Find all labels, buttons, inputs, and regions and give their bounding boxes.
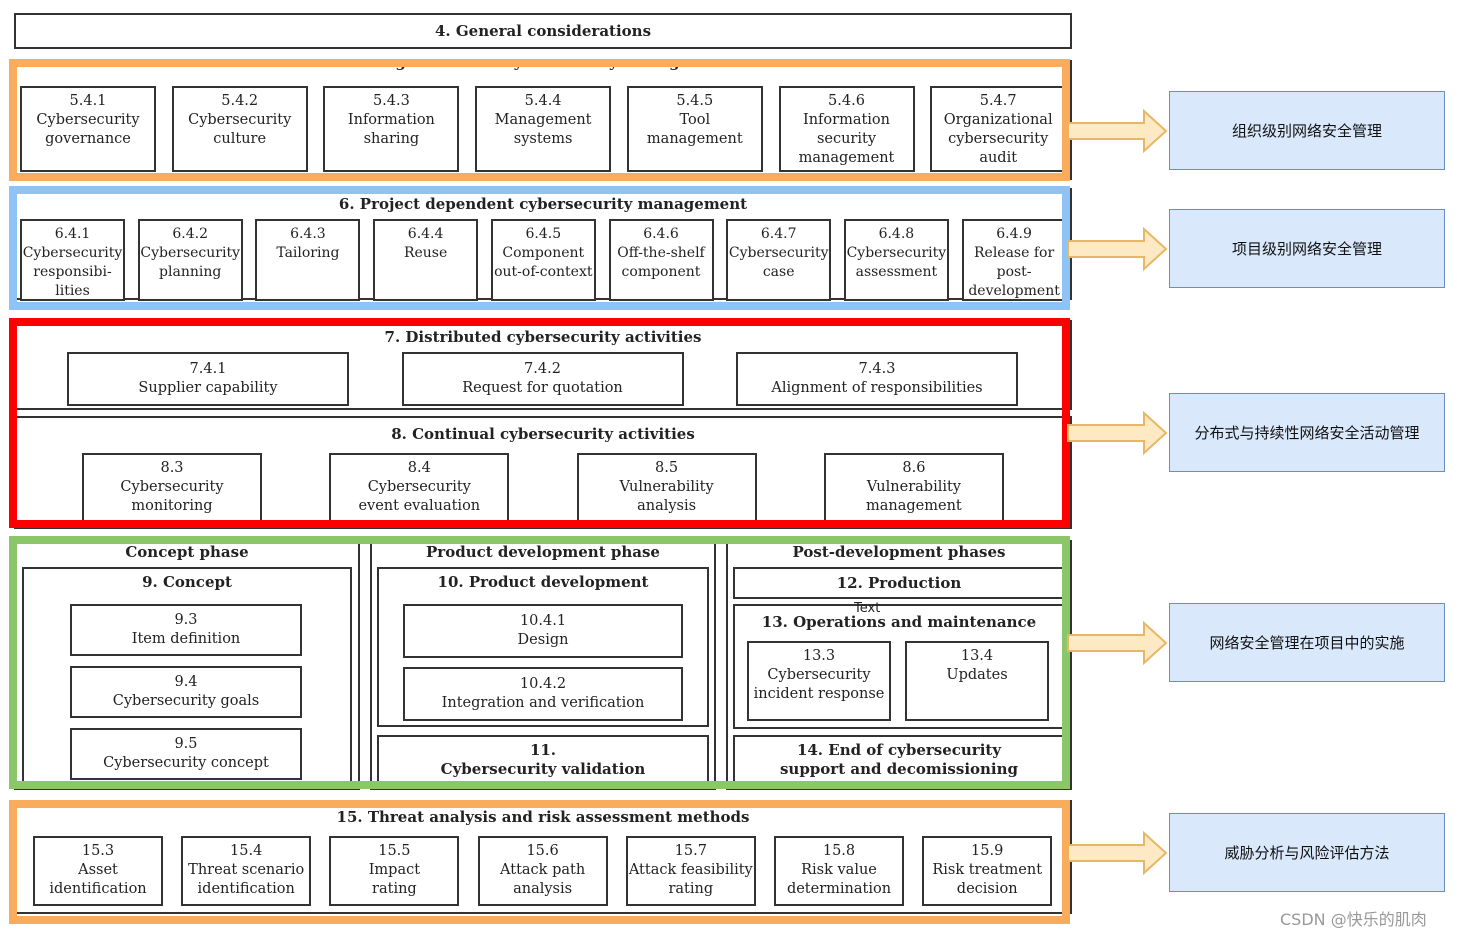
post-phase-label: Post-development phases [792, 543, 1006, 561]
concept-item: 9.5 Cybersecurity concept [70, 728, 302, 780]
product-item: 10.4.1 Design [403, 604, 683, 658]
label-distributed: 分布式与持续性网络安全活动管理 [1169, 393, 1445, 472]
dist-item: 7.4.3 Alignment of responsibilities [736, 352, 1018, 406]
label-project: 项目级别网络安全管理 [1169, 209, 1445, 288]
concept-item: 9.4 Cybersecurity goals [70, 666, 302, 718]
dist-item: 7.4.2 Request for quotation [401, 352, 684, 406]
tara-item: 15.8 Risk value determination [774, 836, 904, 906]
org-item: 5.4.6 Information security management [778, 86, 915, 172]
watermark: CSDN @快乐的肌肉 [1280, 910, 1427, 929]
arrow-implementation-icon [1067, 620, 1168, 666]
org-item: 5.4.7 Organizational cybersecurity audit [930, 86, 1067, 172]
concept-title: 9. Concept [142, 573, 232, 591]
ops-item: 13.4 Updates [905, 641, 1049, 721]
arrow-org-icon [1067, 108, 1168, 154]
org-item: 5.4.4 Management systems [475, 86, 612, 172]
label-implementation: 网络安全管理在项目中的实施 [1169, 603, 1445, 682]
arrow-distributed-icon [1067, 410, 1168, 456]
product-title: 10. Product development [437, 573, 649, 591]
arrow-tara-icon [1067, 830, 1168, 876]
cont-item: 8.4 Cybersecurity event evaluation [329, 453, 510, 523]
text-placeholder-label: Text [854, 601, 881, 616]
org-item: 5.4.1 Cybersecurity governance [20, 86, 156, 172]
operations-title: 13. Operations and maintenance [761, 613, 1037, 631]
concept-item: 9.3 Item definition [70, 604, 302, 656]
project-item: 6.4.7 Cybersecurity case [726, 219, 832, 301]
end-of-support-clause: 14. End of cybersecurity support and dec… [733, 735, 1065, 785]
tara-item: 15.7 Attack feasibility rating [625, 836, 756, 906]
project-item: 6.4.1 Cybersecurity responsibi- lities [20, 219, 125, 301]
project-item: 6.4.2 Cybersecurity planning [137, 219, 243, 301]
product-phase-label: Product development phase [426, 543, 660, 561]
project-item: 6.4.4 Reuse [373, 219, 479, 301]
general-considerations: 4. General considerations [14, 13, 1072, 49]
cont-item: 8.5 Vulnerability analysis [576, 453, 757, 523]
continual-title: 8. Continual cybersecurity activities [391, 425, 695, 443]
tara-item: 15.9 Risk treatment decision [922, 836, 1053, 906]
label-tara: 威胁分析与风险评估方法 [1169, 813, 1445, 892]
cont-item: 8.6 Vulnerability management [823, 453, 1004, 523]
project-item: 6.4.6 Off-the-shelf component [608, 219, 714, 301]
project-item: 6.4.3 Tailoring [255, 219, 361, 301]
project-item: 6.4.5 Component out-of-context [490, 219, 596, 301]
label-org: 组织级别网络安全管理 [1169, 91, 1445, 170]
dist-item: 7.4.1 Supplier capability [67, 352, 349, 406]
org-item: 5.4.5 Tool management [626, 86, 763, 172]
concept-phase-label: Concept phase [125, 543, 249, 561]
product-item: 10.4.2 Integration and verification [403, 667, 683, 721]
arrow-project-icon [1067, 226, 1168, 272]
org-item: 5.4.3 Information sharing [323, 86, 460, 172]
tara-item: 15.5 Impact rating [329, 836, 460, 906]
project-item: 6.4.8 Cybersecurity assessment [843, 219, 949, 301]
production-clause: 12. Production [733, 567, 1065, 599]
tara-item: 15.4 Threat scenario identification [181, 836, 312, 906]
tara-title: 15. Threat analysis and risk assessment … [336, 808, 750, 826]
org-title: 5. Organizational cybersecurity manageme… [353, 60, 733, 71]
distributed-title: 7. Distributed cybersecurity activities [384, 328, 702, 346]
org-item: 5.4.2 Cybersecurity culture [171, 86, 308, 172]
tara-item: 15.6 Attack path analysis [477, 836, 608, 906]
cont-item: 8.3 Cybersecurity monitoring [82, 453, 262, 523]
tara-item: 15.3 Asset identification [33, 836, 163, 906]
project-title: 6. Project dependent cybersecurity manag… [338, 195, 748, 213]
ops-item: 13.3 Cybersecurity incident response [747, 641, 891, 721]
project-item: 6.4.9 Release for post- development [961, 219, 1067, 301]
validation-clause: 11. Cybersecurity validation [377, 735, 709, 785]
